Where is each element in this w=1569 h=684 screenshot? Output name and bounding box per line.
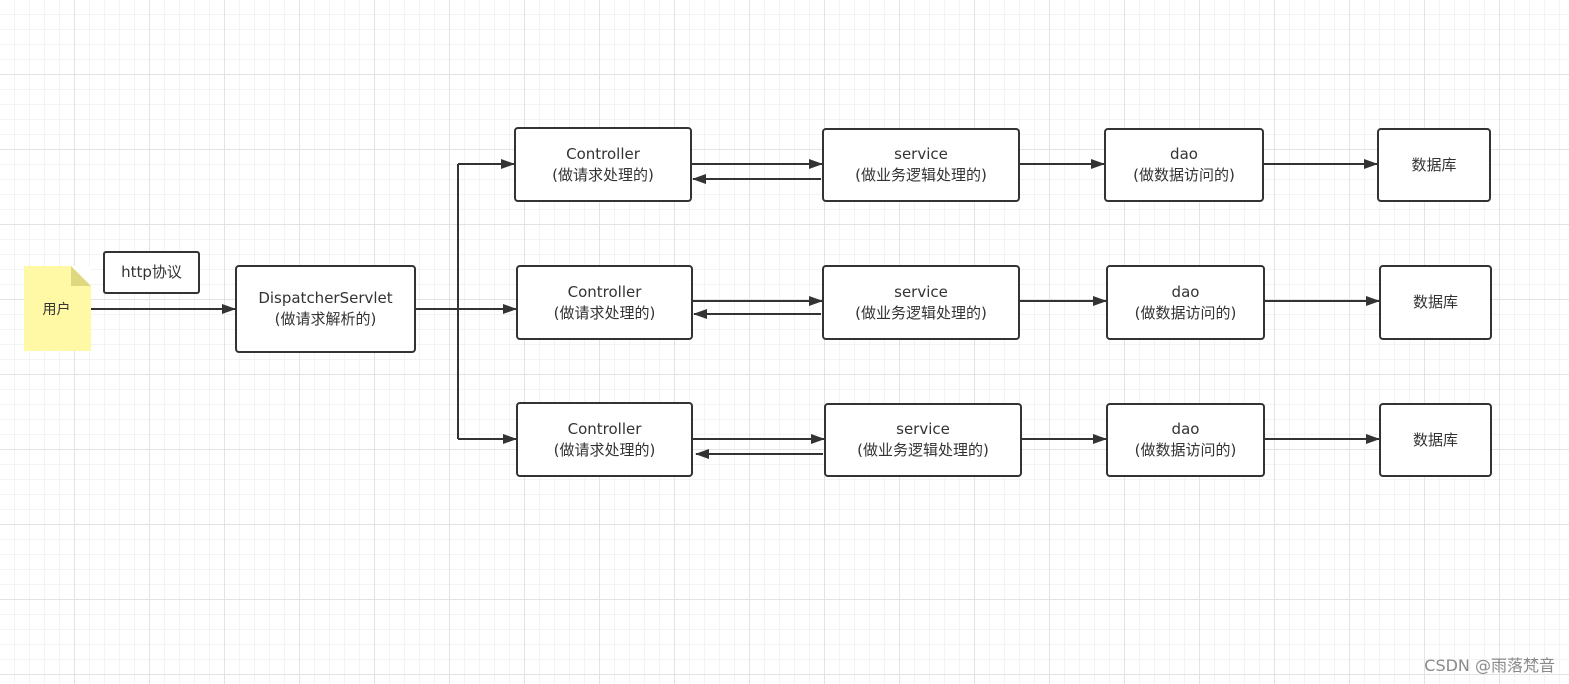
dao-title: dao [1171, 420, 1200, 438]
service-box-1[interactable]: service (做业务逻辑处理的) [822, 128, 1020, 202]
controller-box-3[interactable]: Controller (做请求处理的) [516, 402, 693, 477]
dao-title: dao [1171, 282, 1200, 301]
database-label: 数据库 [1412, 430, 1458, 449]
service-subtitle: (做业务逻辑处理的) [857, 441, 989, 459]
service-box-2[interactable]: service (做业务逻辑处理的) [822, 265, 1020, 340]
dao-title: dao [1170, 145, 1198, 163]
protocol-label-box[interactable]: http协议 [103, 251, 200, 294]
dao-subtitle: (做数据访问的) [1133, 166, 1235, 184]
controller-title: Controller [567, 419, 642, 438]
controller-title: Controller [567, 282, 642, 301]
service-title: service [894, 145, 948, 163]
dispatcher-title: DispatcherServlet [258, 289, 393, 307]
controller-subtitle: (做请求处理的) [553, 303, 656, 322]
dispatcher-servlet-box[interactable]: DispatcherServlet (做请求解析的) [235, 265, 416, 353]
user-note[interactable]: 用户 [24, 266, 91, 351]
dao-box-2[interactable]: dao (做数据访问的) [1106, 265, 1265, 340]
dao-subtitle: (做数据访问的) [1134, 303, 1237, 322]
service-title: service [896, 420, 950, 438]
database-box-1[interactable]: 数据库 [1377, 128, 1491, 202]
dispatcher-subtitle: (做请求解析的) [274, 310, 377, 328]
controller-box-2[interactable]: Controller (做请求处理的) [516, 265, 693, 340]
dao-subtitle: (做数据访问的) [1134, 441, 1237, 459]
controller-subtitle: (做请求处理的) [553, 440, 656, 459]
watermark: CSDN @雨落梵音 [1424, 656, 1555, 675]
service-subtitle: (做业务逻辑处理的) [855, 166, 987, 184]
protocol-label: http协议 [121, 263, 182, 281]
database-label: 数据库 [1411, 155, 1457, 174]
controller-subtitle: (做请求处理的) [552, 165, 654, 184]
service-subtitle: (做业务逻辑处理的) [855, 303, 987, 322]
database-label: 数据库 [1412, 293, 1458, 311]
service-box-3[interactable]: service (做业务逻辑处理的) [824, 403, 1022, 477]
dao-box-3[interactable]: dao (做数据访问的) [1106, 403, 1265, 477]
user-label: 用户 [42, 301, 71, 318]
database-box-2[interactable]: 数据库 [1379, 265, 1492, 340]
controller-title: Controller [566, 144, 640, 163]
service-title: service [894, 282, 948, 301]
dao-box-1[interactable]: dao (做数据访问的) [1104, 128, 1264, 202]
note-fold-corner [71, 266, 91, 286]
controller-box-1[interactable]: Controller (做请求处理的) [514, 127, 692, 202]
database-box-3[interactable]: 数据库 [1379, 403, 1492, 477]
